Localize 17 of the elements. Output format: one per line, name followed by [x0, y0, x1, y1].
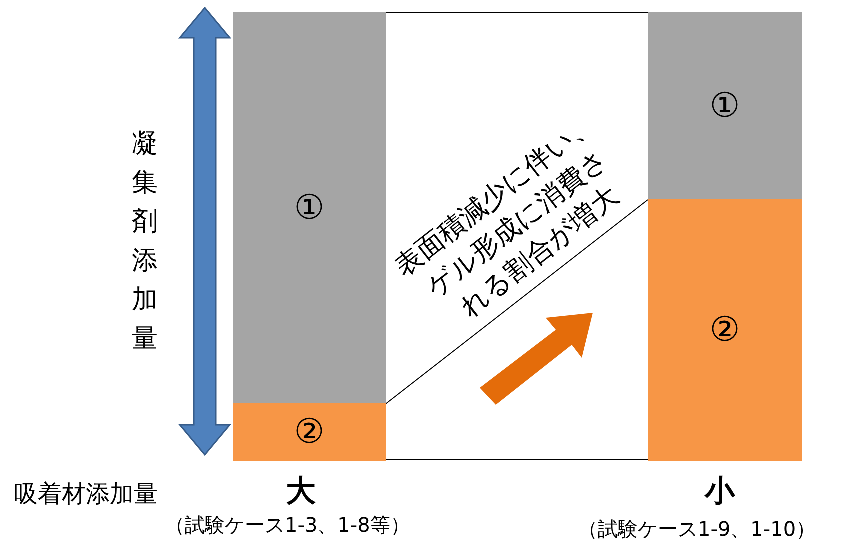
segment-number: ② — [294, 415, 325, 449]
bar-segment — [648, 12, 802, 199]
axis-label: 凝集剤添加量 — [131, 128, 159, 356]
axis-label: 吸着材添加量 — [14, 479, 158, 510]
segment-number: ② — [710, 313, 740, 347]
segment-number: ① — [710, 88, 740, 122]
connector-line — [386, 200, 648, 404]
annotation-text: 表面積減少に伴い、ゲル形成に消費される割合が増大 — [388, 106, 626, 326]
bar-segment — [233, 403, 386, 461]
note-text: （試験ケース1-9、1-10） — [578, 516, 816, 543]
note-text: （試験ケース1-3、1-8等） — [165, 512, 410, 539]
bar-segment — [233, 12, 386, 403]
segment-number: ① — [294, 190, 325, 224]
category-label: 大 — [286, 473, 316, 511]
connector-line — [386, 12, 648, 14]
category-label: 小 — [705, 473, 735, 511]
bar-segment — [648, 199, 802, 461]
